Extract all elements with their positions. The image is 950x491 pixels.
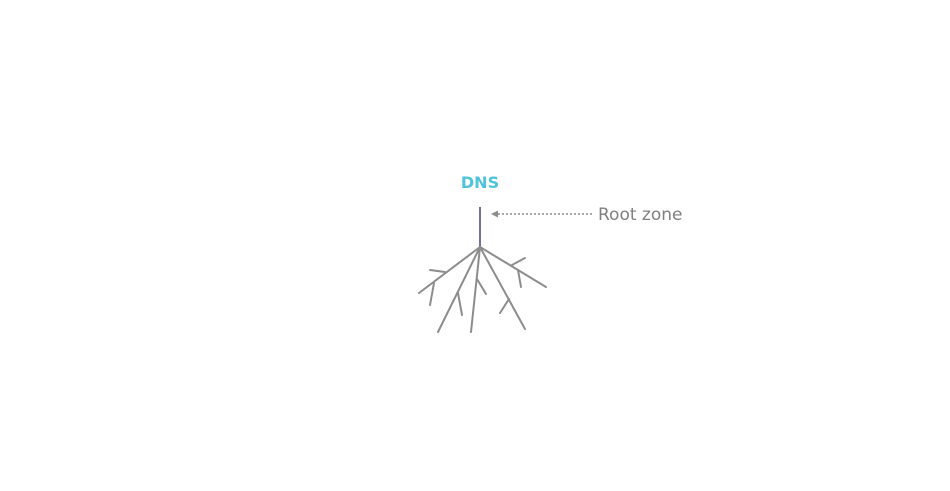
twig [429,269,446,273]
twig [499,298,510,314]
annotation-arrow-head [491,210,498,218]
twig [457,292,463,316]
tree-branches [418,246,547,333]
twig [517,269,522,288]
branch-center [470,246,481,333]
twig [429,282,435,306]
root-zone-label: Root zone [598,205,682,225]
branch-left [437,246,481,333]
branch-far-right [479,246,547,288]
twig [511,257,526,266]
diagram-title: DNS [461,173,499,192]
branch-far-left [418,246,481,294]
branch-right [479,246,526,330]
twig [476,278,487,295]
